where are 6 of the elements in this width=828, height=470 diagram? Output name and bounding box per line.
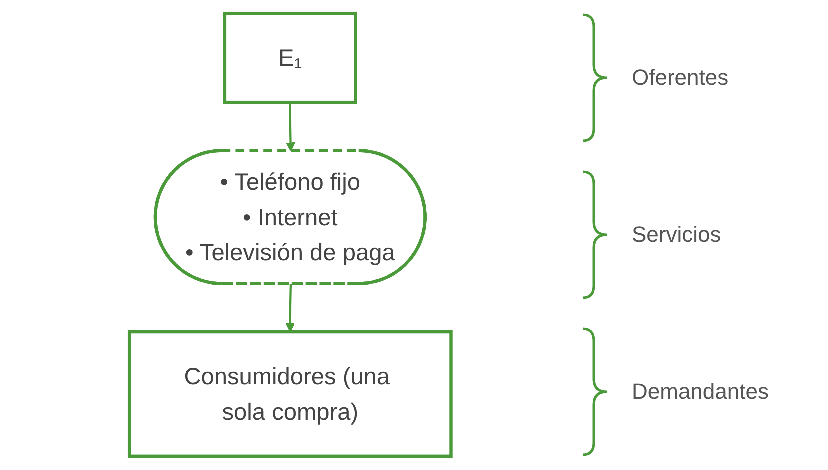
node-box: Consumidores (una sola compra): [128, 330, 452, 458]
arrow: [285, 284, 295, 332]
node-box: E₁: [222, 12, 358, 104]
category-label: Demandantes: [632, 378, 769, 405]
category-label: Oferentes: [632, 65, 729, 92]
category-label: Servicios: [632, 222, 722, 248]
